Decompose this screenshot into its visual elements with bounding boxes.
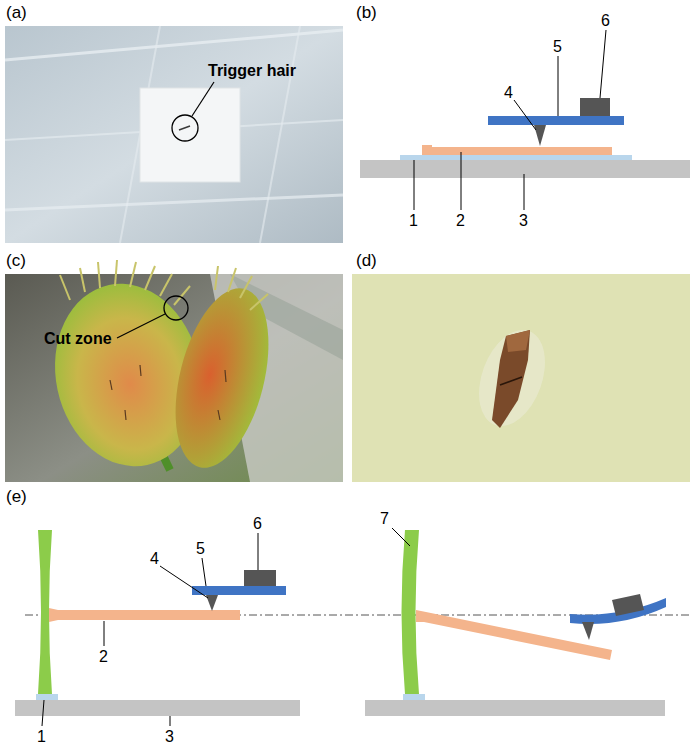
callout-number: 3	[519, 212, 528, 230]
callout-number: 5	[196, 540, 205, 558]
callout-number: 1	[37, 728, 46, 746]
callout-number: 4	[504, 84, 513, 102]
callout-number: 1	[409, 212, 418, 230]
photo-annotation: Trigger hair	[208, 62, 296, 80]
panel-label: (e)	[6, 488, 27, 507]
callout-number: 6	[253, 515, 262, 533]
callout-number: 5	[553, 38, 562, 56]
callout-number: 6	[601, 12, 610, 30]
callout-number: 4	[150, 550, 159, 568]
panel-label: (a)	[6, 4, 27, 23]
panel-label: (d)	[356, 252, 377, 271]
callout-number: 3	[165, 728, 174, 746]
panel-label: (b)	[356, 4, 377, 23]
panel-label: (c)	[6, 252, 26, 271]
callout-number: 2	[99, 648, 108, 666]
photo-annotation: Cut zone	[44, 330, 112, 348]
callout-number: 2	[456, 212, 465, 230]
callout-number: 7	[380, 510, 389, 528]
